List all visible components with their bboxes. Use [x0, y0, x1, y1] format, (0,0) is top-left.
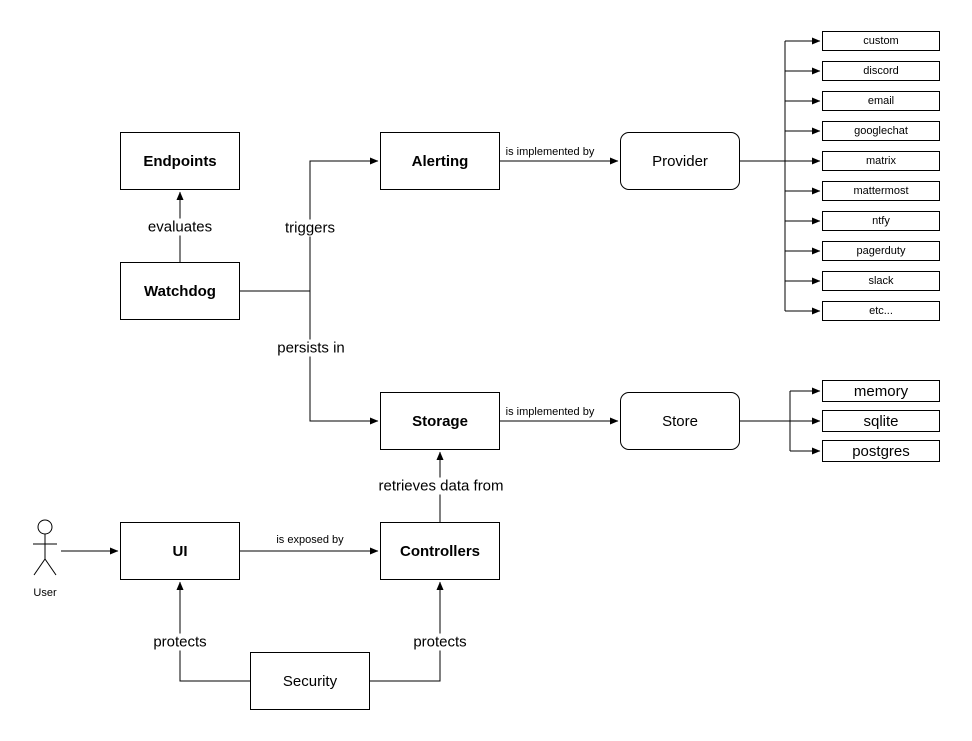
edge-security-ui [176, 581, 250, 682]
provider-mattermost: mattermost [822, 181, 940, 201]
provider-pagerduty: pagerduty [822, 241, 940, 261]
edge-label-protects-controllers: protects [410, 633, 470, 651]
node-storage: Storage [380, 392, 500, 450]
node-store: Store [620, 392, 740, 450]
provider-email: email [822, 91, 940, 111]
node-endpoints: Endpoints [120, 132, 240, 190]
edge-label-protects-ui: protects [150, 633, 210, 651]
provider-googlechat: googlechat [822, 121, 940, 141]
user-actor-label: User [32, 587, 58, 599]
edge-label-triggers: triggers [281, 219, 339, 237]
node-controllers: Controllers [380, 522, 500, 580]
node-security: Security [250, 652, 370, 710]
user-actor-icon [33, 519, 57, 576]
edge-label-retrieves-data-from: retrieves data from [375, 477, 507, 495]
node-provider: Provider [620, 132, 740, 190]
provider-matrix: matrix [822, 151, 940, 171]
provider-custom: custom [822, 31, 940, 51]
edge-label-storage-implemented-by: is implemented by [504, 406, 596, 418]
node-ui: UI [120, 522, 240, 580]
provider-etc: etc... [822, 301, 940, 321]
provider-discord: discord [822, 61, 940, 81]
node-watchdog: Watchdog [120, 262, 240, 320]
store-sqlite: sqlite [822, 410, 940, 432]
store-postgres: postgres [822, 440, 940, 462]
provider-slack: slack [822, 271, 940, 291]
edge-label-is-exposed-by: is exposed by [275, 534, 345, 546]
node-alerting: Alerting [380, 132, 500, 190]
provider-ntfy: ntfy [822, 211, 940, 231]
edge-label-persists-in: persists in [274, 339, 348, 357]
store-memory: memory [822, 380, 940, 402]
edge-label-evaluates: evaluates [144, 218, 216, 236]
edge-label-alerting-implemented-by: is implemented by [504, 146, 596, 158]
edge-security-controllers [370, 581, 444, 682]
